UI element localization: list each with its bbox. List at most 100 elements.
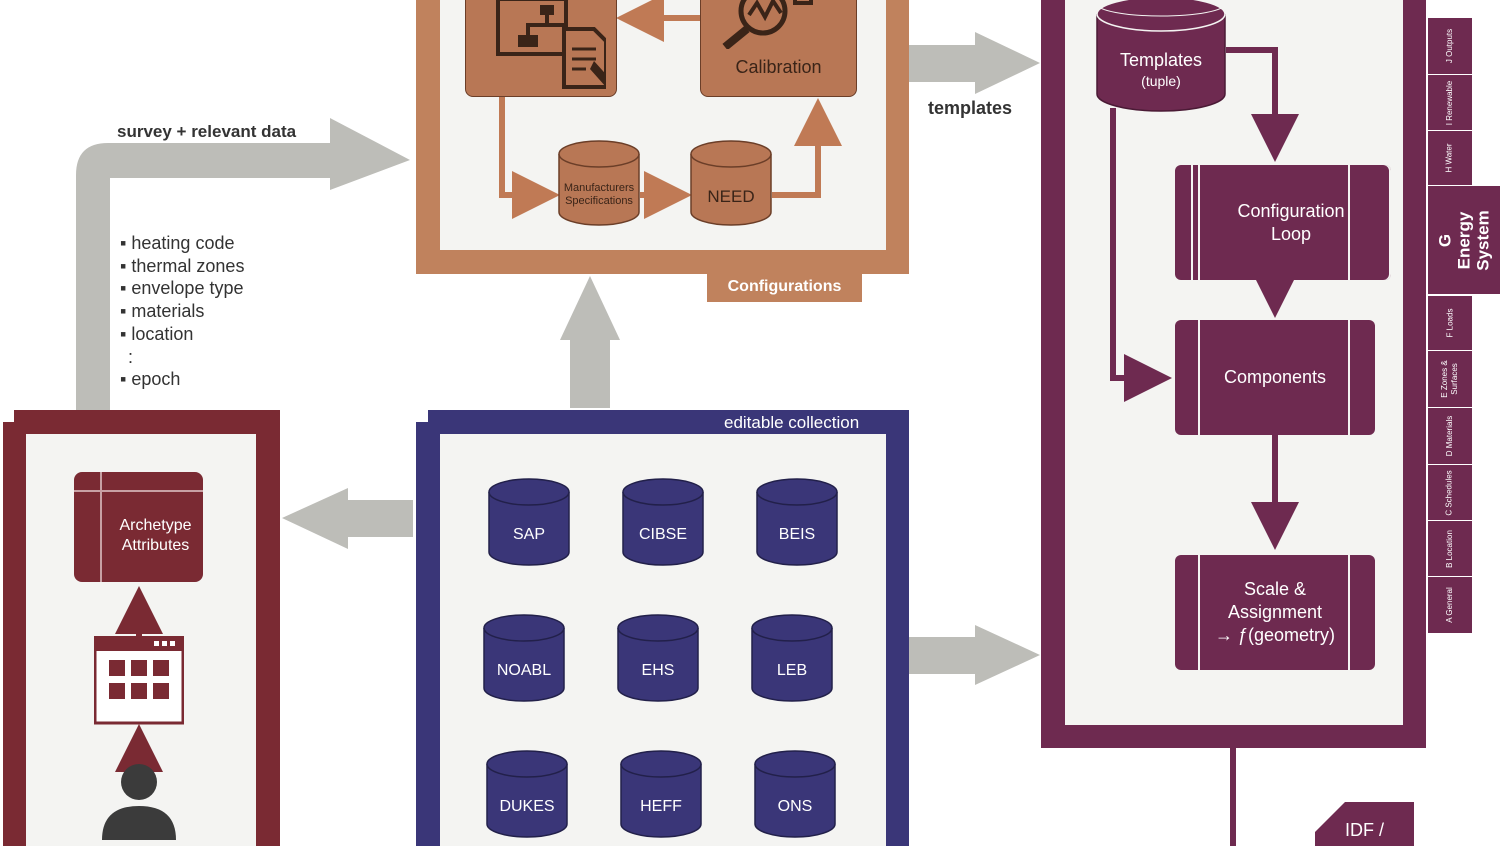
database-cibse: CIBSE [622, 478, 704, 566]
list-item-label: : [128, 346, 134, 367]
tab-energy-system-label: G Energy System [1435, 209, 1493, 271]
database-label: EHS [641, 662, 675, 679]
templates-to-config-arrow [1226, 47, 1299, 162]
list-item: ▪ heating code [120, 233, 235, 253]
table-header-line [74, 490, 203, 492]
tab-schedules-label: C Schedules [1445, 469, 1455, 516]
database-beis: BEIS [756, 478, 838, 566]
database-label: NOABL [496, 662, 552, 679]
components-box: Components [1175, 320, 1375, 435]
archetype-attributes-label: Archetype Attributes [119, 517, 192, 554]
list-item-label: envelope type [131, 278, 244, 299]
configurations-tab-label: Configurations [727, 278, 842, 295]
need-db: NEED [690, 140, 772, 226]
scale-assignment-box: Scale & Assignment → ƒ(geometry) [1175, 555, 1375, 670]
collection-right-arrow [909, 625, 1040, 685]
database-label: DUKES [499, 798, 555, 815]
templates-label: Templates [1119, 50, 1203, 70]
templates-sub-label: (tuple) [1141, 73, 1181, 89]
list-item: ▪ envelope type [120, 278, 244, 299]
table-column-line [100, 472, 102, 582]
survey-arrow [76, 118, 410, 410]
scale-formula: → ƒ(geometry) [1214, 625, 1336, 645]
templates-to-components-arrow [1110, 108, 1172, 402]
database-noabl: NOABL [483, 614, 565, 702]
list-item: : [120, 346, 244, 369]
list-item: ▪ thermal zones [120, 255, 245, 276]
need-label: NEED [707, 187, 755, 206]
archetype-attributes-box: Archetype Attributes [74, 472, 203, 582]
survey-item-list: ▪ heating code ▪ thermal zones ▪ envelop… [120, 232, 244, 391]
person-icon [102, 764, 176, 840]
scale-left-rule [1198, 555, 1200, 670]
tab-outputs-label: J Outputs [1445, 28, 1454, 64]
configuration-loop-box: Configuration Loop [1175, 165, 1391, 280]
tab-renewable-label: I Renewable [1445, 80, 1455, 125]
templates-db: Templates (tuple) [1096, 0, 1226, 112]
collection-up-arrow [560, 276, 620, 408]
config-loop-right-rule [1348, 165, 1350, 280]
components-label: Components [1223, 367, 1327, 387]
manufacturers-db: Manufacturers Specifications [558, 140, 640, 226]
tab-general-label: A General [1444, 587, 1454, 623]
database-dukes: DUKES [486, 750, 568, 838]
need-to-calibration-arrow [772, 98, 842, 198]
tab-water: H Water [1428, 131, 1472, 186]
tab-loads-label: F Loads [1445, 308, 1454, 338]
database-leb: LEB [751, 614, 833, 702]
components-left-rule [1198, 320, 1200, 435]
database-sap: SAP [488, 478, 570, 566]
survey-flow-label: survey + relevant data [117, 122, 297, 141]
templates-arrow [909, 32, 1040, 94]
tab-location: B Location [1428, 521, 1472, 577]
list-item-label: heating code [131, 233, 235, 253]
tab-energy-system: G Energy System [1428, 186, 1500, 295]
tab-location-label: B Location [1445, 529, 1454, 568]
list-item: ▪ materials [120, 301, 205, 322]
list-item-label: epoch [131, 369, 181, 390]
calibration-label: Calibration [735, 57, 822, 77]
tab-loads: F Loads [1428, 296, 1472, 351]
list-item-label: thermal zones [131, 255, 245, 276]
configuration-loop-label: Configuration Loop [1237, 200, 1345, 244]
flowchart-document-icon [496, 0, 606, 89]
tab-outputs: J Outputs [1428, 18, 1472, 75]
process-map-box [465, 0, 617, 97]
list-item: ▪ epoch [120, 369, 181, 390]
collection-left-arrow [282, 488, 413, 549]
config-loop-left-rule [1198, 165, 1200, 280]
tab-schedules: C Schedules [1428, 465, 1472, 521]
database-label: ONS [777, 798, 813, 815]
tab-zones-surfaces-label: E Zones & Surfaces [1440, 360, 1459, 398]
configurations-tab [707, 272, 862, 302]
templates-flow-label: templates [928, 98, 1013, 118]
database-label: LEB [776, 662, 808, 679]
tab-materials: D Materials [1428, 408, 1472, 465]
database-ons: ONS [754, 750, 836, 838]
output-label: IDF / [1345, 820, 1384, 840]
database-ehs: EHS [617, 614, 699, 702]
manufacturers-label: Manufacturers Specifications [563, 182, 635, 207]
scale-label: Scale & Assignment [1227, 579, 1323, 622]
components-right-rule [1348, 320, 1350, 435]
tab-water-label: H Water [1444, 143, 1454, 173]
database-heff: HEFF [620, 750, 702, 838]
list-item-label: materials [131, 301, 205, 322]
list-item-label: location [131, 323, 194, 344]
tab-zones-surfaces: E Zones & Surfaces [1428, 351, 1472, 408]
database-label: SAP [512, 526, 545, 543]
database-label: CIBSE [638, 526, 687, 543]
tab-materials-label: D Materials [1444, 415, 1454, 457]
calendar-grid-icon [94, 636, 184, 725]
collection-title: editable collection [724, 413, 860, 432]
output-box [1315, 802, 1414, 846]
scale-right-rule [1348, 555, 1350, 670]
calibration-box: Calibration [700, 0, 857, 97]
tab-renewable: I Renewable [1428, 75, 1472, 131]
list-item: ▪ location [120, 323, 194, 344]
database-label: BEIS [778, 526, 816, 543]
magnifier-chart-icon [722, 0, 813, 49]
database-label: HEFF [640, 798, 682, 815]
tab-general: A General [1428, 577, 1472, 634]
map-to-manufacturers-arrow [499, 95, 560, 219]
